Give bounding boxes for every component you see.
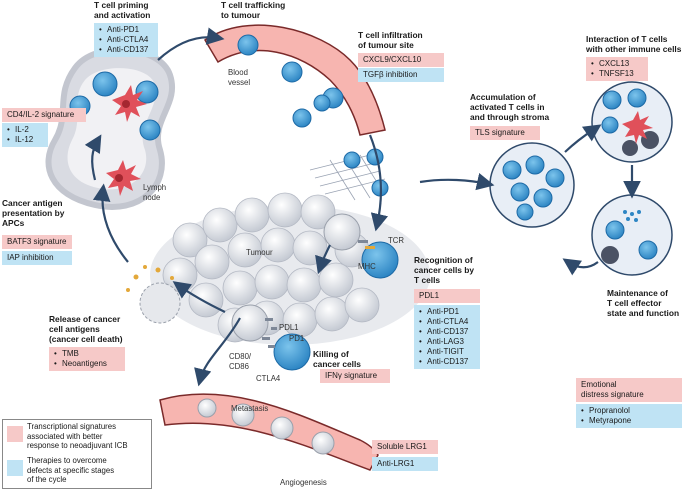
- recognition-therapies-box: Anti-PD1 Anti-CTLA4 Anti-CD137 Anti-LAG3…: [414, 305, 480, 369]
- legend-pink-swatch: [7, 426, 23, 442]
- signature-item: Neoantigens: [54, 359, 120, 369]
- stroma-mesh-icon: [309, 154, 386, 201]
- signature-item: TMB: [54, 349, 120, 359]
- tumour-label: Tumour: [246, 248, 273, 257]
- therapy-item: Anti-TIGIT: [419, 347, 475, 357]
- lymph-signature: CD4/IL-2 signature: [2, 108, 86, 122]
- therapy-item: Propranolol: [581, 406, 677, 416]
- presentation-title: Cancer antigen presentation by APCs: [2, 198, 65, 228]
- priming-therapies-box: Anti-PD1 Anti-CTLA4 Anti-CD137: [94, 23, 158, 57]
- presentation-therapy: IAP inhibition: [2, 251, 72, 265]
- dying-cell-icon: [126, 265, 181, 324]
- lymph-node-icon: [45, 46, 175, 210]
- therapy-item: Anti-CTLA4: [419, 317, 475, 327]
- lymph-therapies-box: IL-2 IL-12: [2, 123, 48, 147]
- ctla4-label: CTLA4: [256, 374, 281, 383]
- maintenance-title: Maintenance of T cell effector state and…: [607, 288, 680, 318]
- therapy-item: Metyrapone: [581, 416, 677, 426]
- distress-signature: Emotional distress signature: [576, 378, 682, 402]
- therapy-item: Anti-LAG3: [419, 337, 475, 347]
- lrg1-therapy: Anti-LRG1: [372, 457, 438, 471]
- infiltration-therapy: TGFβ inhibition: [358, 68, 444, 82]
- metastasis-label: Metastasis: [231, 404, 269, 413]
- therapy-item: Anti-PD1: [419, 307, 475, 317]
- therapy-item: Anti-PD1: [99, 25, 153, 35]
- tcr-label: TCR: [388, 236, 405, 245]
- bottom-blood-vessel-icon: [159, 393, 379, 471]
- mhc-label: MHC: [358, 262, 376, 271]
- recognition-title: Recognition of cancer cells by T cells: [414, 255, 475, 285]
- therapy-item: Anti-CTLA4: [99, 35, 153, 45]
- cd80-cd86-label: CD80/ CD86: [229, 352, 252, 371]
- presentation-signature: BATF3 signature: [2, 235, 72, 249]
- killing-title: Killing of cancer cells: [313, 349, 361, 369]
- interaction-circle-icon: [591, 81, 673, 163]
- legend-pink-text: Transcriptional signatures associated wi…: [27, 422, 128, 451]
- pd1-label: PD1: [289, 334, 305, 343]
- blood-vessel-icon: [203, 24, 386, 136]
- priming-title: T cell priming and activation: [94, 0, 151, 20]
- accumulation-circle-icon: [489, 142, 575, 228]
- therapy-item: Anti-CD137: [99, 45, 153, 55]
- signature-item: TNFSF13: [591, 69, 643, 79]
- accumulation-signature: TLS signature: [470, 126, 540, 140]
- release-signatures-box: TMB Neoantigens: [49, 347, 125, 371]
- lymph-node-label: Lymph node: [143, 183, 167, 202]
- interaction-signatures-box: CXCL13 TNFSF13: [586, 57, 648, 81]
- therapy-item: IL-2: [7, 125, 43, 135]
- infiltration-signature: CXCL9/CXCL10: [358, 53, 444, 67]
- pdl1-label: PDL1: [279, 323, 299, 332]
- legend-blue-swatch: [7, 460, 23, 476]
- accumulation-title: Accumulation of activated T cells in and…: [470, 92, 550, 122]
- angiogenesis-label: Angiogenesis: [280, 478, 327, 487]
- killing-signature: IFNγ signature: [320, 369, 390, 383]
- recognition-signature: PDL1: [414, 289, 480, 303]
- distress-therapies-box: Propranolol Metyrapone: [576, 404, 682, 428]
- therapy-item: IL-12: [7, 135, 43, 145]
- therapy-item: Anti-CD137: [419, 327, 475, 337]
- maintenance-circle-icon: [591, 194, 673, 276]
- therapy-item: Anti-CD137: [419, 357, 475, 367]
- infiltration-title: T cell infiltration of tumour site: [358, 30, 423, 50]
- legend-blue-text: Therapies to overcome defects at specifi…: [27, 456, 115, 485]
- release-title: Release of cancer cell antigens (cancer …: [49, 314, 123, 344]
- signature-item: CXCL13: [591, 59, 643, 69]
- trafficking-title: T cell trafficking to tumour: [221, 0, 286, 20]
- interaction-title: Interaction of T cells with other immune…: [586, 34, 682, 54]
- cycle-arrows: [84, 27, 641, 387]
- blood-vessel-label: Blood vessel: [228, 68, 251, 87]
- lrg1-signature: Soluble LRG1: [372, 440, 438, 454]
- legend: Transcriptional signatures associated wi…: [2, 419, 152, 489]
